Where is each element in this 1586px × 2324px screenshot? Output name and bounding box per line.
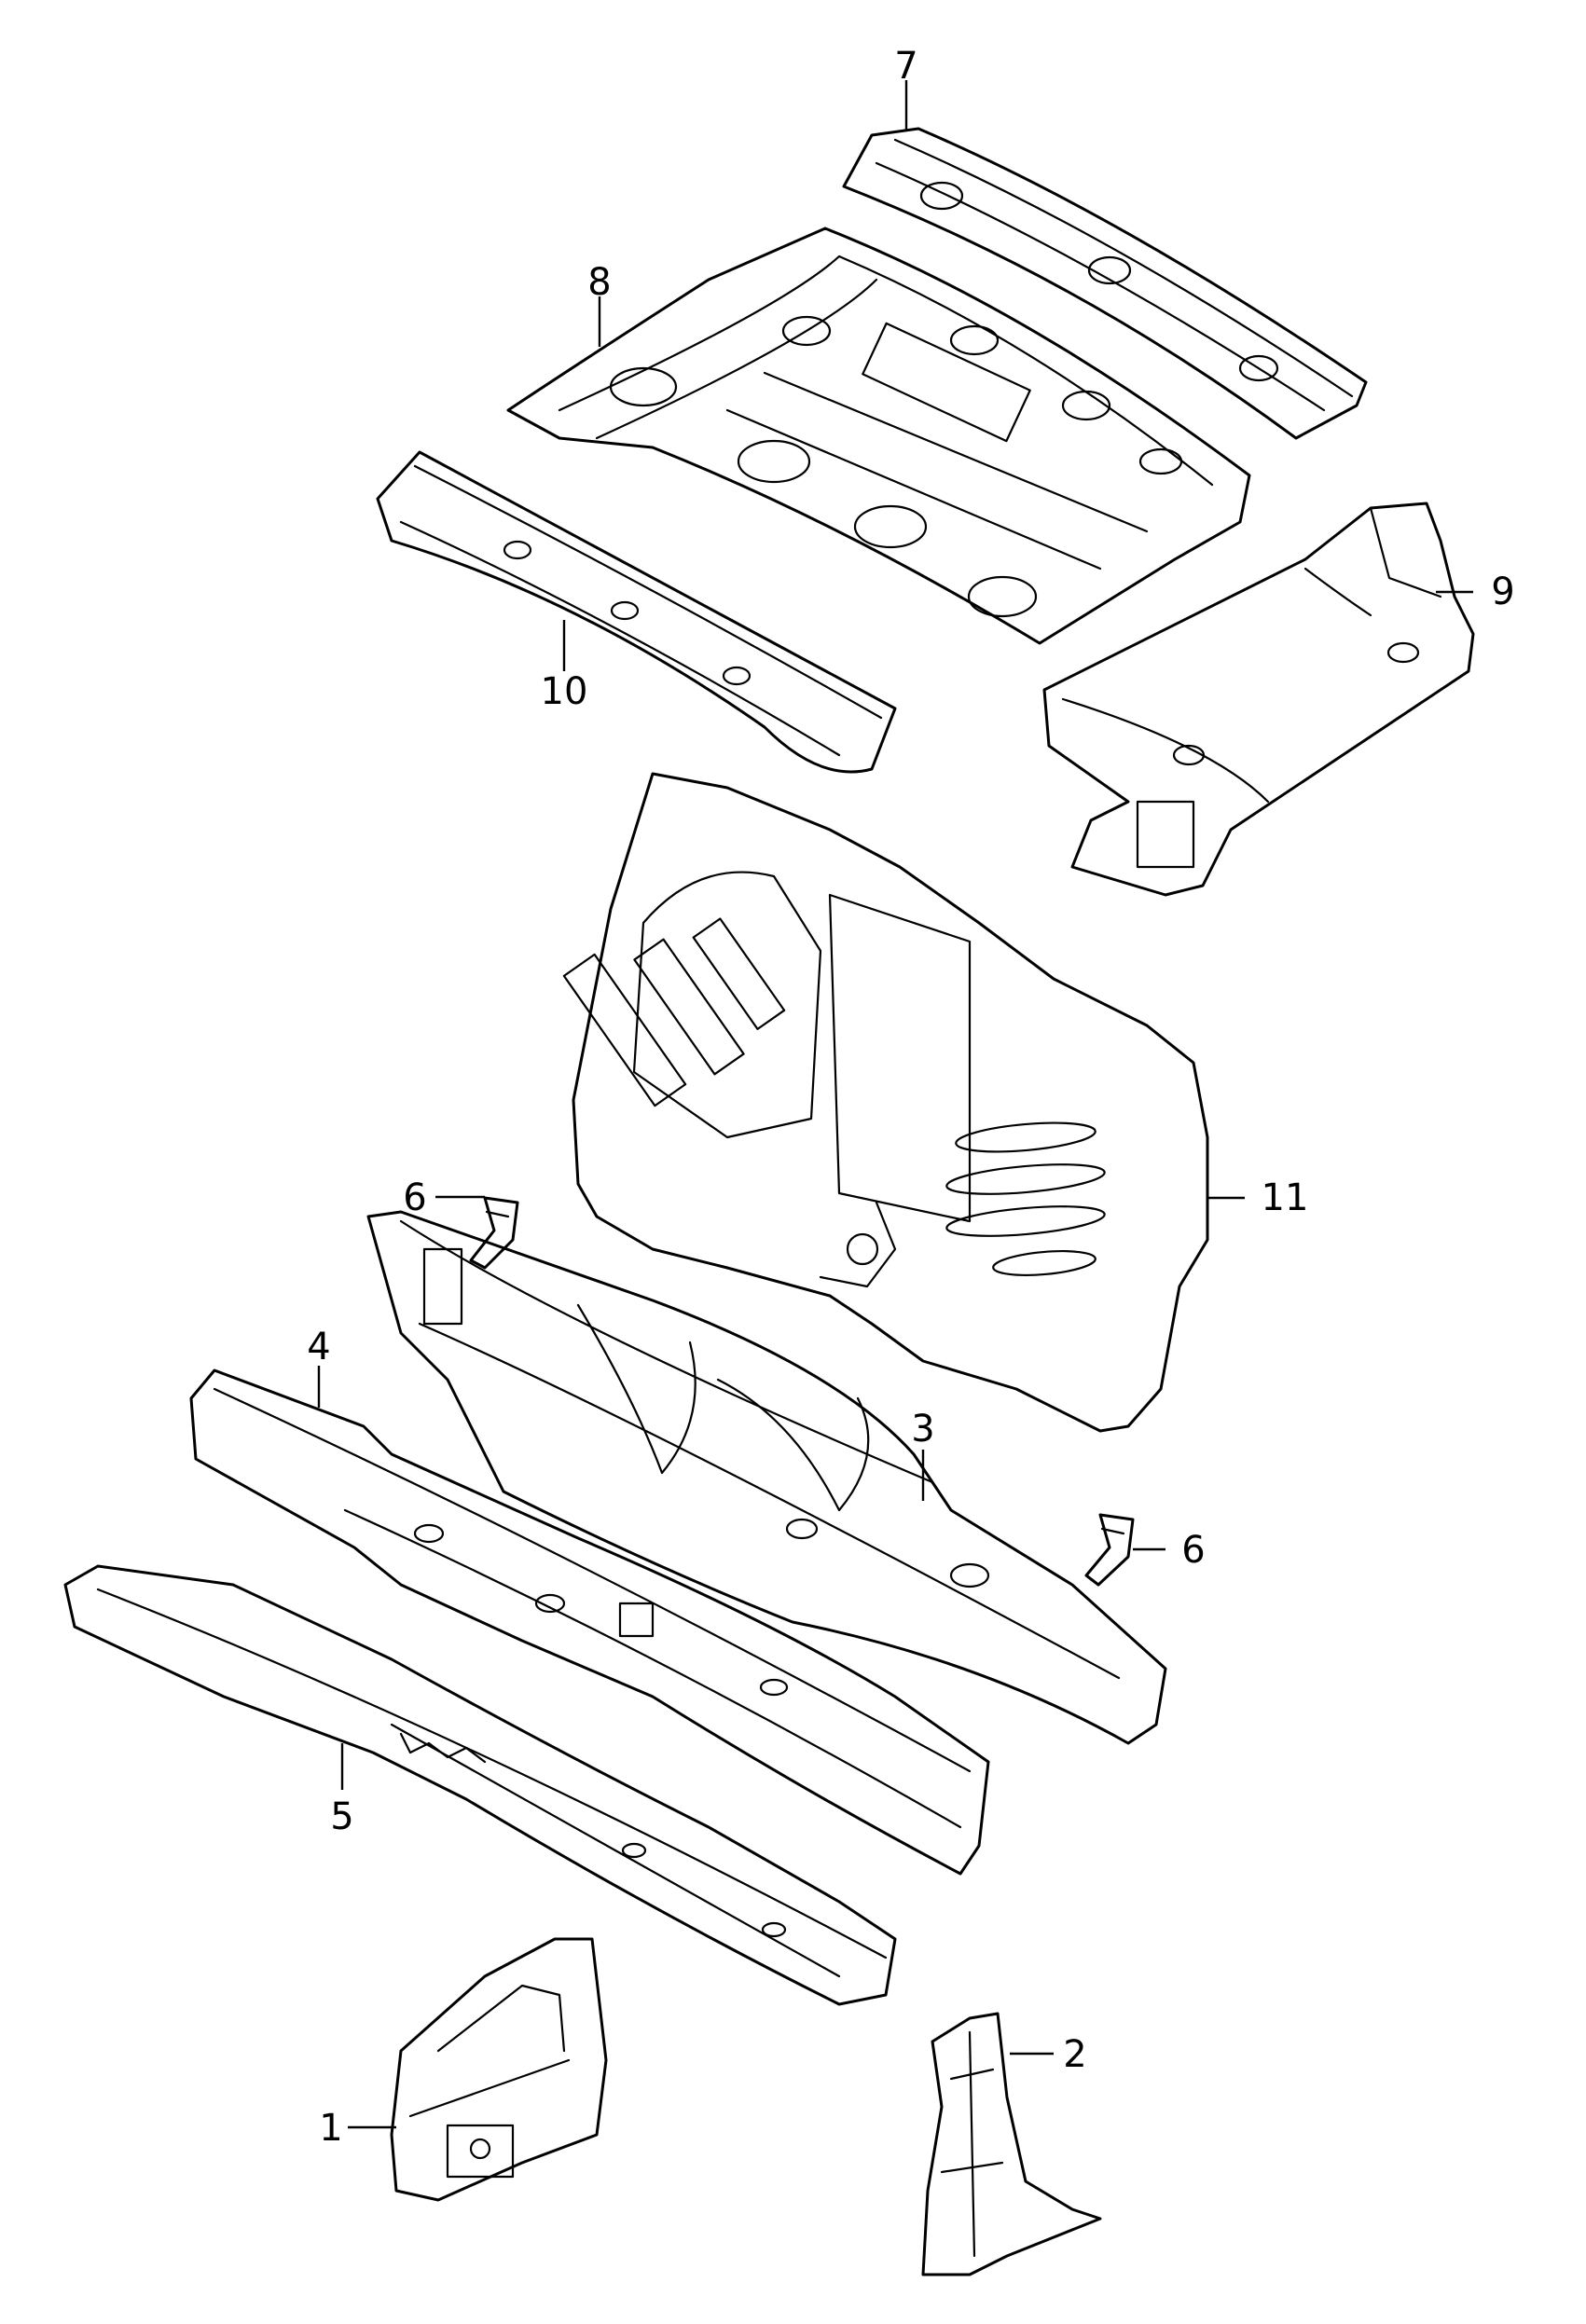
part-8-rear-floor-panel[interactable] bbox=[506, 227, 1251, 645]
part-7-upper-cross-panel[interactable] bbox=[842, 127, 1368, 440]
callout-11: 11 bbox=[1262, 1176, 1309, 1219]
part-4-cross-member[interactable] bbox=[189, 1368, 990, 1876]
part-6-clip-lower[interactable] bbox=[1084, 1513, 1135, 1587]
part-2-right-bracket[interactable] bbox=[921, 2012, 1102, 2276]
callout-6-lower: 6 bbox=[1181, 1529, 1205, 1572]
callout-10: 10 bbox=[541, 670, 588, 713]
part-5-lower-cross-member[interactable] bbox=[63, 1564, 897, 2006]
part-11-bulkhead-panel[interactable] bbox=[562, 772, 1209, 1433]
callout-1: 1 bbox=[319, 2107, 342, 2150]
part-9-side-panel[interactable] bbox=[1042, 502, 1475, 897]
callout-3: 3 bbox=[911, 1408, 934, 1451]
callout-4: 4 bbox=[307, 1326, 330, 1368]
part-10-cross-member[interactable] bbox=[376, 450, 897, 774]
part-3-cross-panel[interactable] bbox=[366, 1210, 1167, 1745]
callout-8: 8 bbox=[587, 261, 611, 304]
callout-2: 2 bbox=[1063, 2033, 1086, 2076]
callout-6-upper: 6 bbox=[403, 1176, 426, 1219]
part-1-left-bracket[interactable] bbox=[390, 1937, 608, 2202]
callout-5: 5 bbox=[330, 1795, 353, 1838]
callout-9: 9 bbox=[1491, 571, 1514, 613]
callout-7: 7 bbox=[894, 45, 917, 88]
part-6-clip-upper[interactable] bbox=[469, 1196, 519, 1270]
